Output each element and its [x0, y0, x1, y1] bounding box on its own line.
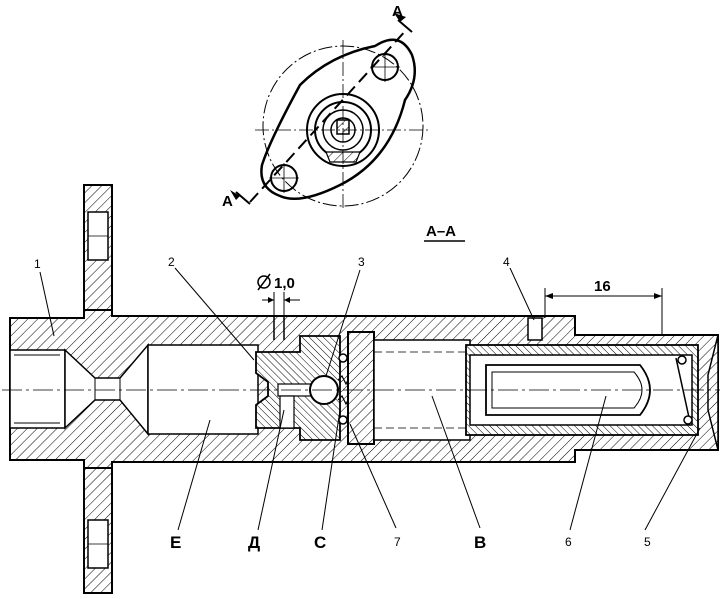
zone-label-v: В [474, 533, 486, 552]
section-title: А–А [426, 223, 456, 240]
section-mark-top: А [392, 3, 403, 20]
dim-diameter-value: 1,0 [274, 275, 295, 292]
section-mark-bottom: А [222, 193, 233, 210]
part-label-1: 1 [34, 257, 41, 271]
zone-label-s: С [314, 533, 326, 552]
top-view [230, 13, 430, 210]
part-label-4: 4 [503, 255, 510, 269]
dim-length-value: 16 [594, 278, 611, 295]
zone-label-d: Д [248, 533, 260, 552]
part-label-7: 7 [394, 535, 401, 549]
part-label-2: 2 [168, 255, 175, 269]
part-label-3: 3 [358, 255, 365, 269]
part-label-6: 6 [565, 535, 572, 549]
part-label-5: 5 [644, 535, 651, 549]
flange-outline [260, 38, 417, 201]
main-section [2, 184, 720, 594]
zone-label-e: Е [170, 533, 181, 552]
dim-length [544, 288, 663, 335]
leader-lines [39, 267, 701, 531]
dim-diameter [257, 273, 300, 316]
